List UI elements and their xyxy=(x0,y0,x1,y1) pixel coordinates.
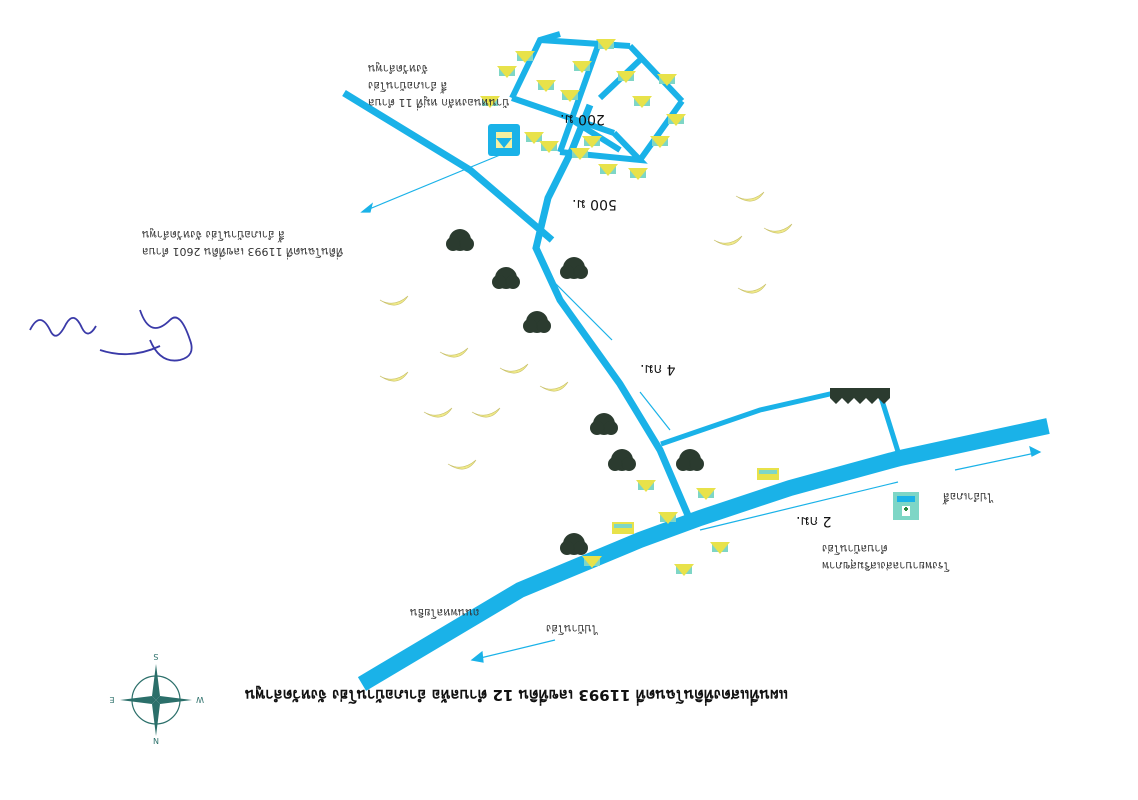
village-note-line2: ลี้ อำเภอบ้านโฮ่ง xyxy=(368,79,448,92)
factory-icon xyxy=(830,388,890,404)
compass-w: W xyxy=(196,695,204,704)
property-note-line1: ที่ดินโฉนดที่ 11993 เลขที่ดิน 2601 ตำบล xyxy=(142,245,344,258)
distance-label: 200 ม. xyxy=(560,111,605,127)
road-name-label: ถนนพหลโยธิน xyxy=(410,606,480,619)
houses xyxy=(480,39,730,576)
property-note: ที่ดินโฉนดที่ 11993 เลขที่ดิน 2601 ตำบล … xyxy=(142,226,343,260)
trees xyxy=(446,229,704,555)
secondary-road xyxy=(532,103,697,529)
map-title: แผนที่แสดงที่ดินโฉนดที่ 11993 เลขที่ดิน … xyxy=(245,686,789,704)
village-grid xyxy=(509,31,685,164)
pointer-lines xyxy=(360,154,1042,663)
buildings xyxy=(612,468,779,534)
distance-label: 4 กม. xyxy=(640,361,676,377)
hospital-icon xyxy=(893,492,919,520)
distance-label: 2 กม. xyxy=(796,513,832,529)
hospital-label-line2: ตำบลบ้านโฮ่ง xyxy=(822,542,888,555)
compass-e: E xyxy=(109,695,114,704)
hospital-label: โรงพยาบาลส่งเสริมสุขภาพ ตำบลบ้านโฮ่ง xyxy=(822,540,950,574)
compass-s: S xyxy=(153,652,158,661)
village-note-line3: จังหวัดลำพูน xyxy=(368,62,429,75)
compass-n: N xyxy=(153,736,159,745)
hospital-label-line1: โรงพยาบาลส่งเสริมสุขภาพ xyxy=(822,559,950,572)
compass-icon: N S E W xyxy=(109,652,204,745)
village-note: บ้านหนองหลัก หมู่ที่ 11 ตำบล ลี้ อำเภอบ้… xyxy=(368,60,509,111)
branch-road xyxy=(342,90,555,243)
direction-label: ไปบ้านโฮ่ง xyxy=(546,622,598,635)
field-marks xyxy=(379,191,793,470)
signature xyxy=(29,309,193,362)
property-note-line2: ลี้ อำเภอบ้านโฮ่ง จังหวัดลำพูน xyxy=(142,228,285,241)
direction-label: ไปอำเภอลี้ xyxy=(943,490,993,503)
property-marker-icon xyxy=(488,124,520,156)
distance-label: 500 ม. xyxy=(572,196,617,212)
right-road xyxy=(660,391,903,459)
village-note-line1: บ้านหนองหลัก หมู่ที่ 11 ตำบล xyxy=(368,96,510,109)
